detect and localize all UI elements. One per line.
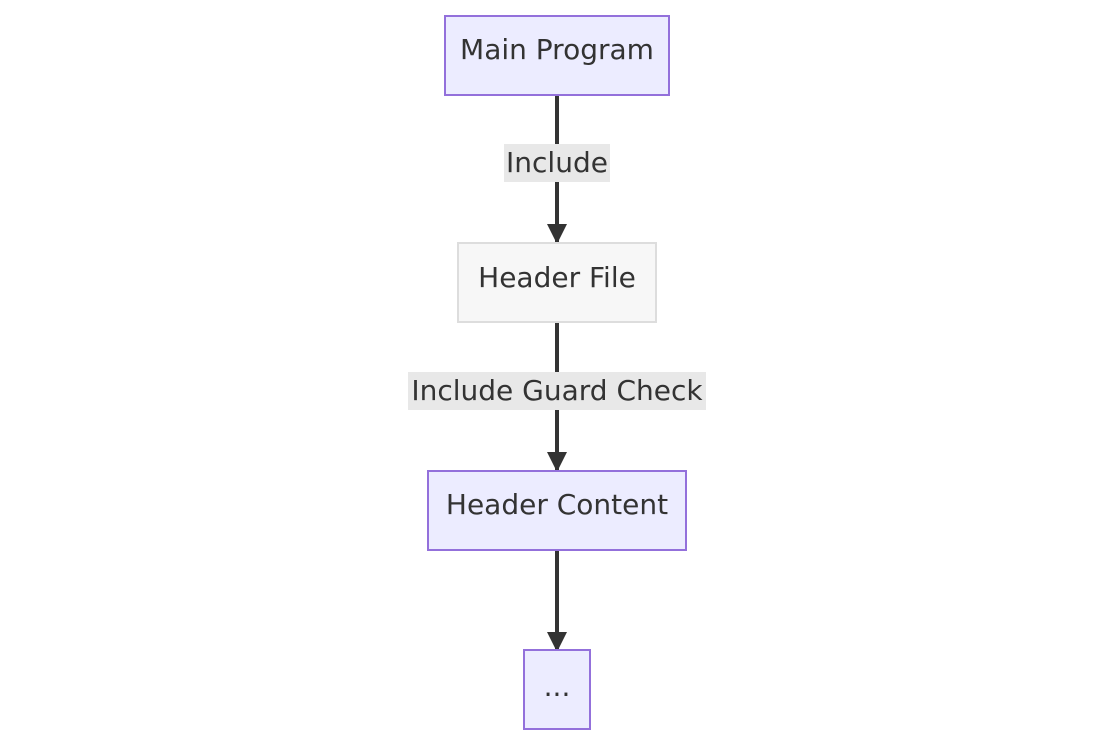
node-label: Header Content [446,488,668,521]
edge-label-include-guard-check: Include Guard Check [411,374,703,407]
node-label: Main Program [460,33,654,66]
edge-label-include: Include [506,146,608,179]
node-box [457,242,657,323]
node-box [444,15,670,96]
node-box [523,649,591,730]
edge-main-to-header-file: Include [504,95,610,244]
node-header-content[interactable]: Header Content [427,470,687,551]
edge-label-bg [408,372,706,410]
edge-header-file-to-header-content: Include Guard Check [408,322,706,472]
node-ellipsis[interactable]: ... [523,649,591,730]
node-label: ... [544,670,571,703]
node-box [427,470,687,551]
node-label: Header File [478,261,636,294]
node-header-file[interactable]: Header File [457,242,657,323]
node-main-program[interactable]: Main Program [444,15,670,96]
edge-label-bg [504,144,610,182]
